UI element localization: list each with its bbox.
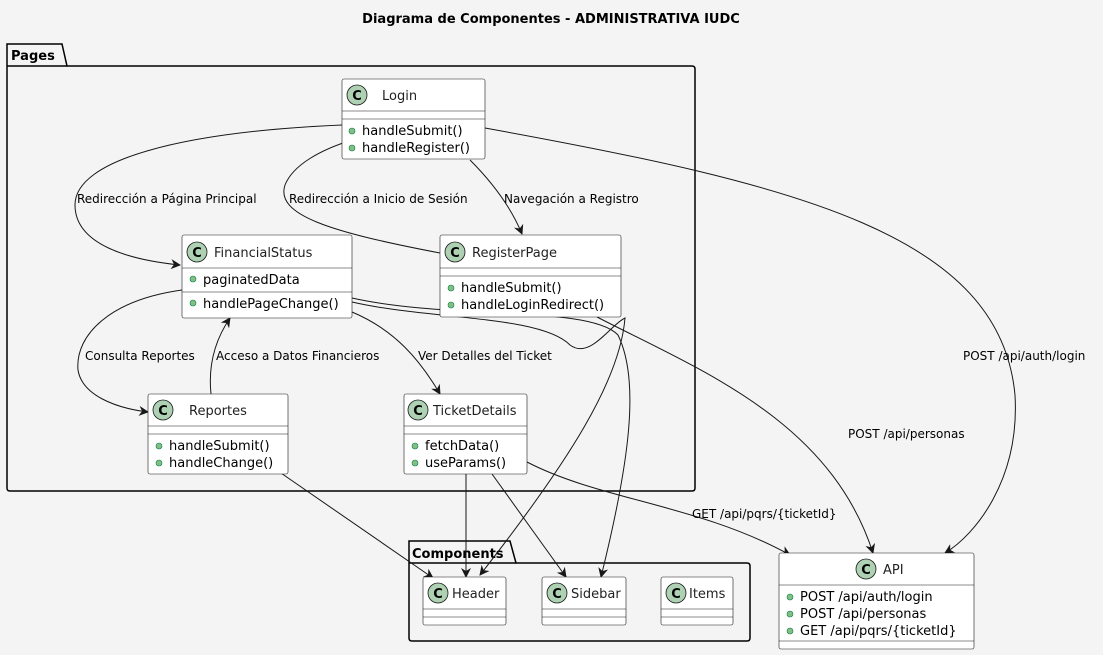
class-api[interactable]: C API POST /api/auth/login POST /api/per… bbox=[778, 552, 975, 650]
edge-financial-reportes bbox=[77, 289, 183, 416]
svg-text:C: C bbox=[352, 89, 362, 104]
member: handleSubmit() bbox=[169, 439, 270, 454]
diagram-title: Diagrama de Componentes - ADMINISTRATIVA… bbox=[362, 12, 740, 27]
package-components: Components bbox=[408, 540, 751, 642]
class-registerpage[interactable]: C RegisterPage handleSubmit() handleLogi… bbox=[439, 234, 622, 318]
class-name: Sidebar bbox=[571, 587, 621, 602]
public-visibility-icon bbox=[155, 442, 163, 450]
class-login[interactable]: C Login handleSubmit() handleRegister() bbox=[341, 78, 486, 160]
edge-login-financial bbox=[74, 124, 343, 270]
class-badge-icon bbox=[346, 84, 368, 106]
member: handleChange() bbox=[169, 456, 273, 471]
class-financialstatus[interactable]: C FinancialStatus paginatedData handlePa… bbox=[181, 234, 353, 319]
attribute: paginatedData bbox=[203, 273, 300, 288]
svg-text:C: C bbox=[671, 587, 681, 602]
edge-financial-ticket bbox=[351, 311, 441, 395]
edge-login-register bbox=[469, 159, 524, 235]
svg-text:C: C bbox=[413, 404, 423, 419]
member: handleRegister() bbox=[362, 141, 470, 156]
public-visibility-icon bbox=[189, 299, 197, 307]
member: GET /api/pqrs/{ticketId} bbox=[800, 624, 957, 639]
edge-financial-header bbox=[351, 301, 626, 576]
member: handleSubmit() bbox=[461, 281, 562, 296]
public-visibility-icon bbox=[189, 275, 197, 283]
public-visibility-icon bbox=[786, 610, 794, 618]
edge-register-login bbox=[283, 137, 441, 254]
member: handleLoginRedirect() bbox=[461, 298, 604, 313]
edge-label-login-financial: Redirección a Página Principal bbox=[77, 192, 257, 206]
class-badge-icon bbox=[152, 399, 174, 421]
member: POST /api/personas bbox=[800, 607, 927, 622]
class-badge-icon bbox=[855, 558, 877, 580]
class-name: Login bbox=[382, 89, 417, 104]
public-visibility-icon bbox=[411, 442, 419, 450]
svg-text:C: C bbox=[861, 563, 871, 578]
edge-reportes-header bbox=[277, 470, 434, 579]
class-ticketdetails[interactable]: C TicketDetails fetchData() useParams() bbox=[403, 393, 528, 475]
class-badge-icon bbox=[444, 241, 466, 263]
edge-label-register-api: POST /api/personas bbox=[848, 427, 965, 441]
public-visibility-icon bbox=[348, 127, 356, 135]
class-name: RegisterPage bbox=[472, 246, 557, 261]
class-badge-icon bbox=[427, 582, 449, 604]
package-components-label: Components bbox=[412, 547, 504, 562]
class-name: TicketDetails bbox=[432, 404, 517, 419]
public-visibility-icon bbox=[411, 459, 419, 467]
member: useParams() bbox=[425, 456, 506, 471]
edge-register-api bbox=[596, 316, 875, 554]
class-badge-icon bbox=[665, 582, 687, 604]
package-pages: Pages bbox=[6, 43, 696, 492]
svg-text:C: C bbox=[450, 246, 460, 261]
class-header[interactable]: C Header bbox=[422, 576, 507, 626]
svg-text:C: C bbox=[433, 587, 443, 602]
svg-text:C: C bbox=[192, 246, 202, 261]
class-name: Reportes bbox=[189, 404, 247, 419]
class-name: Header bbox=[452, 587, 500, 602]
public-visibility-icon bbox=[447, 284, 455, 292]
public-visibility-icon bbox=[786, 627, 794, 635]
public-visibility-icon bbox=[786, 593, 794, 601]
member: handleSubmit() bbox=[362, 124, 463, 139]
edge-label-financial-ticket: Ver Detalles del Ticket bbox=[418, 349, 552, 363]
edge-label-ticket-api: GET /api/pqrs/{ticketId} bbox=[692, 507, 837, 521]
edge-label-financial-reportes: Consulta Reportes bbox=[85, 349, 195, 363]
public-visibility-icon bbox=[155, 459, 163, 467]
class-name: FinancialStatus bbox=[214, 246, 313, 261]
edge-label-login-register: Navegación a Registro bbox=[504, 192, 639, 206]
class-name: API bbox=[883, 563, 904, 578]
edge-reportes-financial bbox=[209, 317, 231, 395]
edge-label-register-login: Redirección a Inicio de Sesión bbox=[289, 192, 468, 206]
svg-text:C: C bbox=[552, 587, 562, 602]
edge-label-login-api: POST /api/auth/login bbox=[963, 349, 1085, 363]
class-sidebar[interactable]: C Sidebar bbox=[541, 576, 627, 626]
edge-ticket-sidebar bbox=[491, 473, 567, 578]
class-reportes[interactable]: C Reportes handleSubmit() handleChange() bbox=[147, 393, 289, 475]
edges: Redirección a Página Principal Redirecci… bbox=[74, 124, 1085, 579]
class-items[interactable]: C Items bbox=[660, 576, 734, 626]
edge-login-api bbox=[484, 127, 1016, 554]
class-badge-icon bbox=[546, 582, 568, 604]
edge-ticket-api bbox=[526, 461, 791, 556]
class-name: Items bbox=[689, 587, 726, 602]
class-badge-icon bbox=[186, 241, 208, 263]
member: fetchData() bbox=[425, 439, 499, 454]
member: handlePageChange() bbox=[203, 297, 339, 312]
member: POST /api/auth/login bbox=[800, 590, 933, 605]
public-visibility-icon bbox=[348, 144, 356, 152]
package-pages-label: Pages bbox=[11, 49, 55, 64]
edge-label-reportes-financial: Acceso a Datos Financieros bbox=[216, 349, 379, 363]
svg-text:C: C bbox=[158, 404, 168, 419]
public-visibility-icon bbox=[447, 301, 455, 309]
class-badge-icon bbox=[407, 399, 429, 421]
